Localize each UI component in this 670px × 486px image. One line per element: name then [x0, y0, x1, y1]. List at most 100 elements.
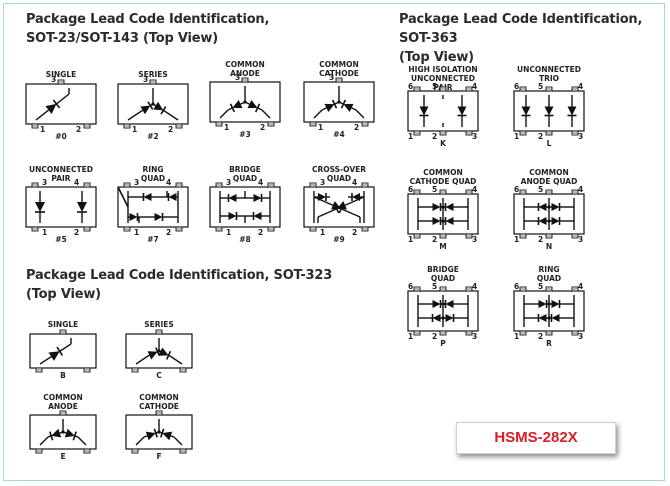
pin-number: 1 [42, 228, 48, 237]
pin-number: 2 [432, 132, 438, 141]
wire [261, 109, 271, 119]
package-label: COMMON ANODE QUAD [520, 168, 578, 186]
package-code: C [156, 371, 162, 380]
wire [351, 107, 357, 111]
diode-symbol [538, 300, 547, 308]
package-code: #0 [55, 132, 67, 141]
pin-number: 2 [76, 125, 82, 134]
package-code: F [156, 452, 162, 461]
diode-cathode-bar [334, 204, 340, 214]
pin-number: 1 [226, 228, 232, 237]
diode-symbol [45, 103, 57, 115]
package-label: COMMON ANODE [43, 393, 83, 411]
diode-symbol [228, 212, 237, 220]
package-body-diagram [29, 329, 97, 373]
package-body-diagram [117, 79, 189, 129]
package-label: COMMON CATHODE [139, 393, 179, 411]
pin-number: 6 [408, 282, 414, 291]
part-number-badge: HSMS-282X [456, 422, 616, 454]
wire [117, 186, 129, 208]
diode-cathode-bar [160, 106, 167, 115]
pin-number: 2 [354, 123, 360, 132]
heading-sot323: Package Lead Code Identification, SOT-32… [26, 268, 333, 302]
pin-number: 2 [166, 228, 172, 237]
wire [355, 109, 365, 119]
package-label: UNCONNECTED TRIO [517, 65, 581, 83]
package-body-diagram [303, 77, 375, 127]
diode-symbol [551, 217, 560, 225]
pin-number: 3 [578, 235, 584, 244]
pin-number: 2 [432, 332, 438, 341]
package-code: #4 [333, 130, 345, 139]
package-label: BRIDGE QUAD [427, 265, 459, 283]
package-label: UNCONNECTED PAIR [29, 165, 93, 183]
pin-number: 6 [408, 185, 414, 194]
junction-dot [547, 205, 551, 209]
pin-number: 5 [538, 82, 544, 91]
diode-symbol [232, 100, 243, 109]
diode-cathode-bar [166, 350, 172, 360]
package-code: R [546, 339, 552, 348]
wire [170, 435, 175, 438]
pin-number: 3 [472, 235, 478, 244]
pin-number: 3 [578, 132, 584, 141]
diode-symbol [77, 202, 87, 212]
package-body-diagram [125, 329, 193, 373]
page-border [3, 3, 665, 481]
pin-number: 3 [472, 132, 478, 141]
wire [344, 196, 365, 206]
package-body-diagram [303, 182, 375, 232]
diode-symbol [64, 428, 75, 438]
diode-symbol [521, 106, 531, 116]
wire [62, 431, 67, 434]
wire [147, 354, 150, 357]
pin-number: 2 [258, 228, 264, 237]
pin-number: 2 [538, 332, 544, 341]
pin-number: 1 [134, 228, 140, 237]
package-body-diagram [407, 189, 479, 239]
pin-number: 4 [578, 282, 584, 291]
package-body-diagram [29, 410, 97, 454]
diode-symbol [162, 431, 173, 441]
pin-number: 4 [472, 282, 478, 291]
diode-symbol [324, 103, 335, 112]
diode-symbol [147, 351, 158, 360]
pin-number: 4 [166, 178, 172, 187]
pin-number: 3 [329, 73, 335, 82]
pin-number: 5 [432, 282, 438, 291]
diode-symbol [432, 300, 441, 308]
wire [165, 111, 179, 121]
package-code: K [440, 139, 446, 148]
pin-number: 1 [132, 125, 138, 134]
diode-symbol [544, 106, 554, 116]
diode-symbol [551, 300, 560, 308]
junction-dot [547, 302, 551, 306]
diode-symbol [445, 217, 454, 225]
wire [257, 107, 263, 111]
package-label: CROSS-OVER QUAD [311, 165, 367, 183]
pin-number: 5 [538, 282, 544, 291]
diode-cathode-bar [254, 103, 261, 113]
pin-number: 5 [538, 185, 544, 194]
package-outline [25, 186, 97, 228]
package-label: RING QUAD [536, 265, 562, 283]
pin-number: 2 [538, 235, 544, 244]
wire [59, 343, 72, 352]
package-outline [25, 83, 97, 125]
pin-number: 2 [260, 123, 266, 132]
diode-symbol [538, 217, 547, 225]
wire [139, 109, 144, 113]
junction-dot [547, 219, 551, 223]
part-number-text: HSMS-282X [494, 429, 578, 446]
wire [313, 196, 334, 206]
wire [219, 109, 229, 119]
pin-number: 5 [432, 185, 438, 194]
pin-number: 4 [578, 82, 584, 91]
wire [143, 435, 148, 438]
wire [39, 356, 52, 365]
pin-number: 2 [432, 235, 438, 244]
diode-symbol [253, 194, 262, 202]
pin-number: 1 [514, 235, 520, 244]
pin-number: 1 [320, 228, 326, 237]
pin-number: 2 [168, 125, 174, 134]
